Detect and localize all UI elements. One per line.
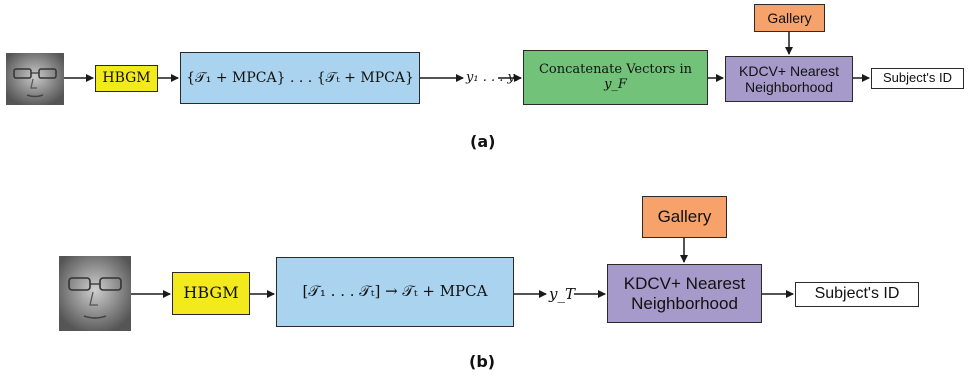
- gallery-label-a: Gallery: [767, 9, 812, 26]
- mpca-block-b: [𝒯₁ . . . 𝒯ₜ] → 𝒯ₜ + MPCA: [276, 257, 514, 327]
- hbgm-label-a: HBGM: [102, 70, 151, 87]
- kdcv-label-a-line1: KDCV+ Nearest: [739, 62, 839, 79]
- kdcv-label-b-line2: Neighborhood: [631, 293, 738, 313]
- output-label-a: Subject's ID: [883, 70, 952, 86]
- concat-block-a: Concatenate Vectors in y_F: [523, 50, 708, 105]
- kdcv-label-a-line2: Neighborhood: [745, 79, 833, 95]
- output-block-b: Subject's ID: [795, 282, 919, 307]
- features-label-a: y₁ . . . yₜ: [466, 70, 519, 85]
- kdcv-block-b: KDCV+ Nearest Neighborhood: [607, 264, 762, 323]
- face-photo-icon: [59, 256, 131, 331]
- face-image-b: [59, 256, 131, 331]
- hbgm-block-b: HBGM: [172, 272, 250, 315]
- concat-label-line1: Concatenate Vectors in: [538, 61, 693, 77]
- output-block-a: Subject's ID: [871, 68, 964, 89]
- gallery-label-b: Gallery: [657, 207, 712, 227]
- caption-a: (a): [470, 132, 496, 151]
- kdcv-label-b-line1: KDCV+ Nearest: [623, 273, 746, 293]
- output-label-b: Subject's ID: [814, 285, 900, 303]
- hbgm-label-b: HBGM: [183, 283, 239, 303]
- face-image-a: [6, 53, 64, 105]
- kdcv-block-a: KDCV+ Nearest Neighborhood: [725, 56, 853, 102]
- face-photo-icon: [6, 53, 64, 105]
- mpca-label-a: {𝒯₁ + MPCA} . . . {𝒯ₜ + MPCA}: [186, 69, 414, 86]
- mpca-block-a: {𝒯₁ + MPCA} . . . {𝒯ₜ + MPCA}: [180, 52, 420, 104]
- caption-b: (b): [469, 352, 496, 371]
- mpca-label-b: [𝒯₁ . . . 𝒯ₜ] → 𝒯ₜ + MPCA: [302, 282, 488, 301]
- hbgm-block-a: HBGM: [95, 65, 158, 92]
- features-label-b: y_T: [549, 285, 575, 303]
- concat-label-line2: y_F: [604, 76, 627, 92]
- gallery-block-a: Gallery: [754, 4, 825, 32]
- gallery-block-b: Gallery: [642, 196, 727, 238]
